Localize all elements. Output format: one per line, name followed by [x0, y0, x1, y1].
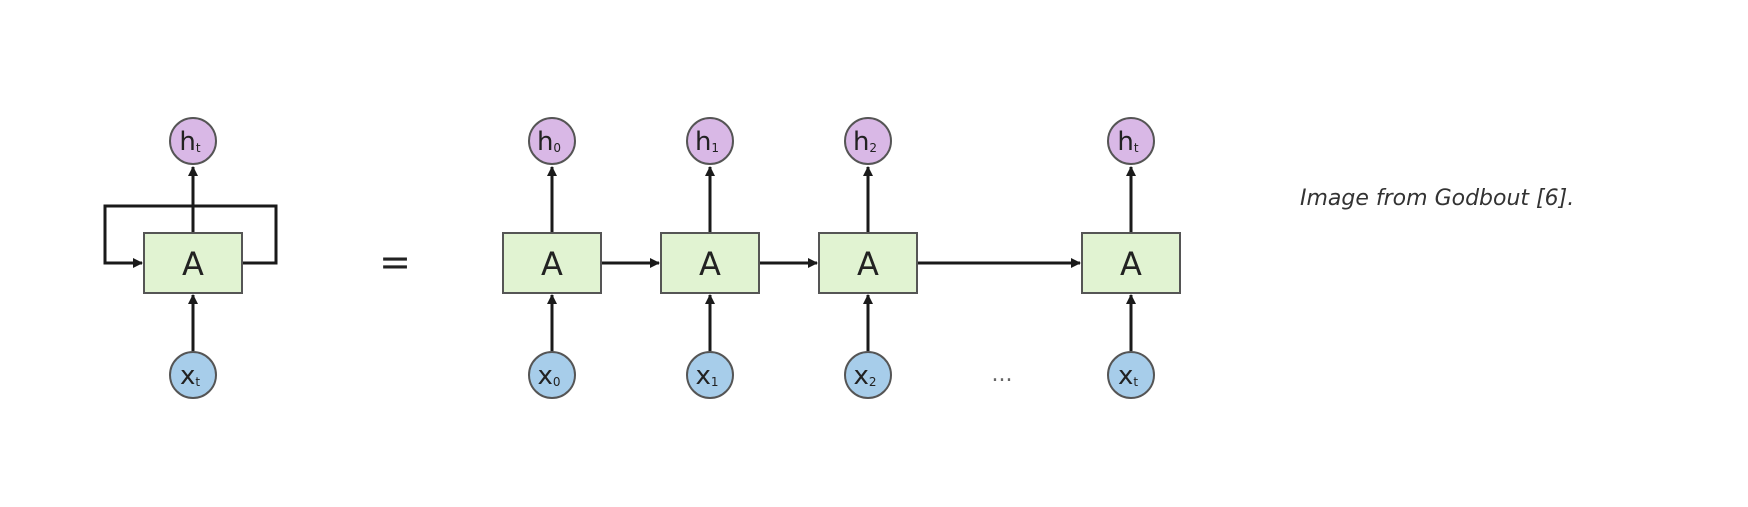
ellipsis: ...: [992, 362, 1013, 387]
folded-input-node: [169, 351, 217, 399]
unrolled-input-node-3-label: xt: [1118, 361, 1138, 391]
equals-sign: =: [379, 240, 411, 284]
unrolled-hidden-node-3: [1107, 117, 1155, 165]
folded-cell-label: A: [182, 245, 204, 283]
unrolled-hidden-node-3-label: ht: [1117, 127, 1138, 157]
recurrent-loop-arrow: [103, 204, 278, 268]
unrolled-hidden-node-2: [844, 117, 892, 165]
unrolled-cell-3-label: A: [1120, 245, 1142, 283]
unrolled-input-node-3: [1107, 351, 1155, 399]
folded-hidden-node: [169, 117, 217, 165]
figure-caption: Image from Godbout [6].: [1300, 186, 1575, 211]
unrolled-input-node-2: [844, 351, 892, 399]
unrolled-cell-1: [660, 232, 760, 294]
folded-cell: [143, 232, 243, 294]
unrolled-input-node-1: [686, 351, 734, 399]
folded-hidden-node-label: ht: [179, 127, 200, 157]
unrolled-hidden-node-0: [528, 117, 576, 165]
unrolled-cell-3: [1081, 232, 1181, 294]
unrolled-cell-0-label: A: [541, 245, 563, 283]
unrolled-hidden-node-1: [686, 117, 734, 165]
unrolled-cell-0: [502, 232, 602, 294]
folded-input-node-label: xt: [180, 361, 200, 391]
unrolled-cell-2-label: A: [857, 245, 879, 283]
unrolled-input-node-0: [528, 351, 576, 399]
unrolled-cell-2: [818, 232, 918, 294]
unrolled-cell-1-label: A: [699, 245, 721, 283]
